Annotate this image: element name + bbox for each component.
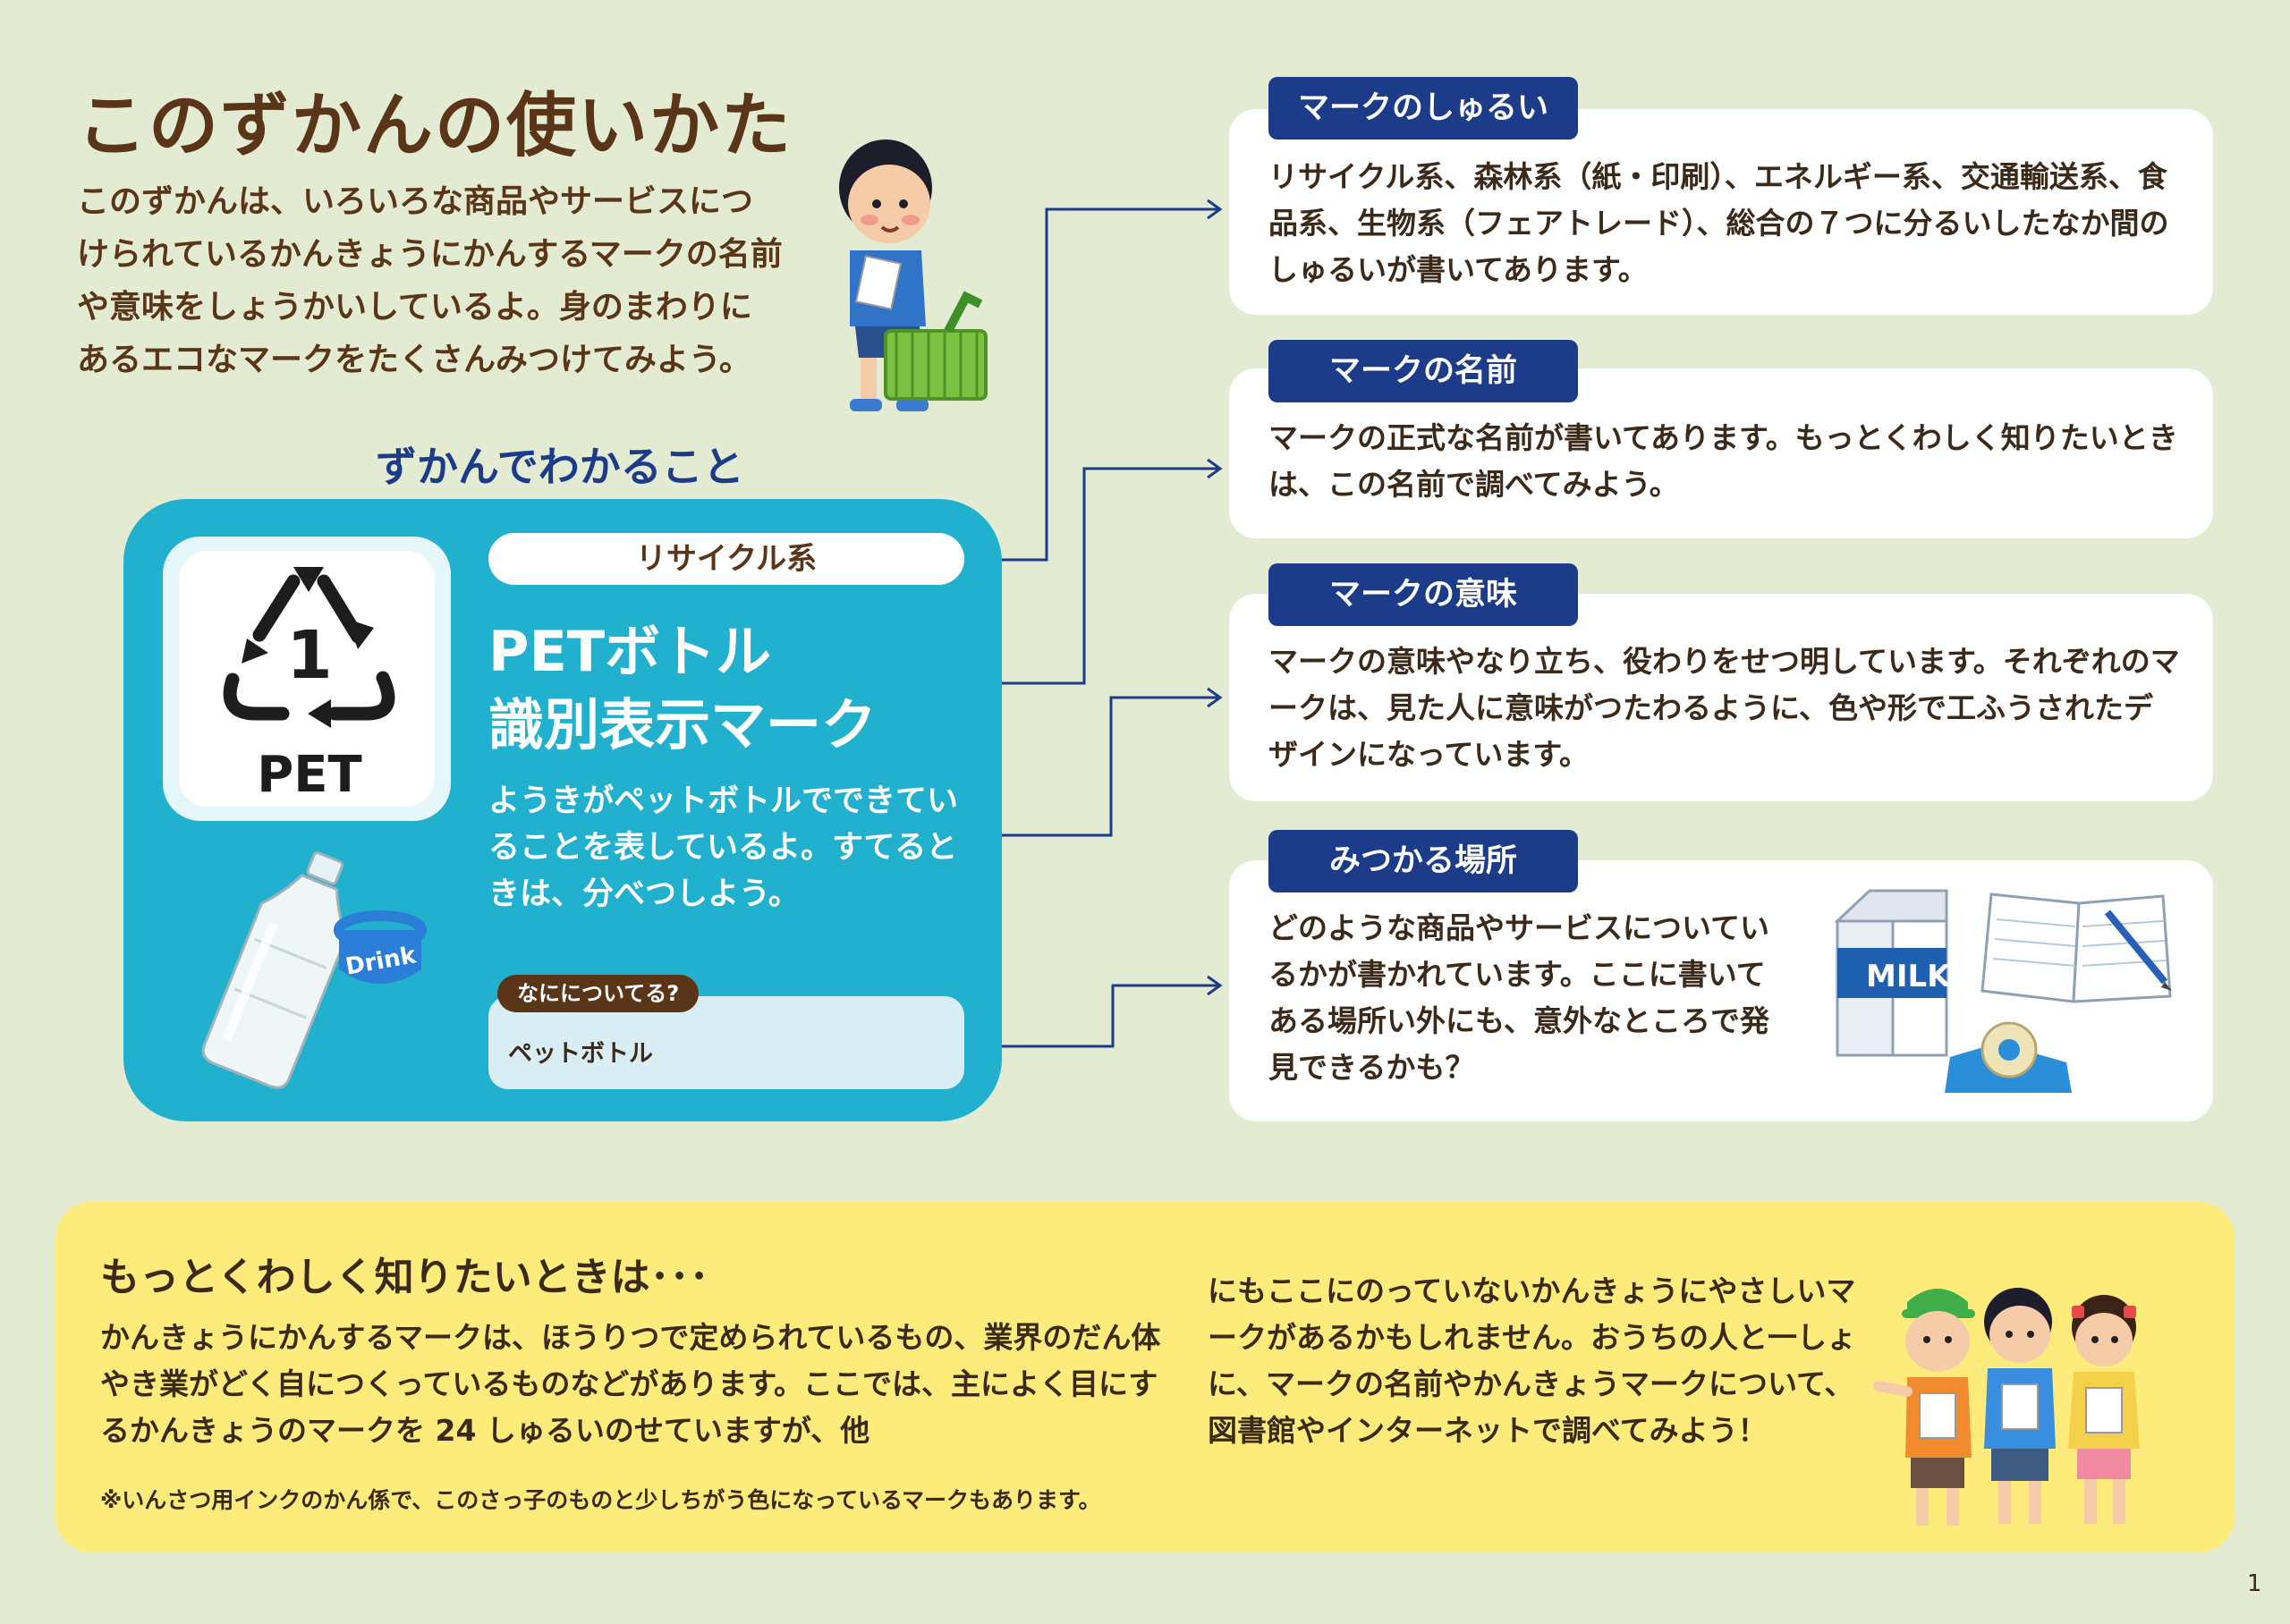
more-info-note: ※いんさつ用インクのかん係で、このさっ子のものと少しちがう色になっているマークも… xyxy=(100,1487,1101,1513)
pet-recycle-icon xyxy=(223,567,395,728)
mark-code-number: 1 xyxy=(286,617,333,694)
panel-types-text: リサイクル系、森林系（紙・印刷）、エネルギー系、交通輸送系、食品系、生物系（フェ… xyxy=(1268,159,2169,287)
drink-label-ring xyxy=(334,910,427,984)
tab-mark-types: マークのしゅるい xyxy=(1268,77,1578,140)
more-info-right-text: にもここにのっていないかんきょうにやさしいマークがあるかもしれません。おうちの人… xyxy=(1208,1273,1857,1448)
section-subtitle: ずかんでわかること xyxy=(376,443,744,491)
page-title: このずかんの使いかた xyxy=(77,86,793,166)
mark-description: ようきがペットボトルでできていることを表しているよ。すてるときは、分べつしよう。 xyxy=(488,783,959,912)
kids-illustration xyxy=(1873,1288,2140,1526)
tab-mark-meaning: マークの意味 xyxy=(1268,563,1578,626)
page-number: 1 xyxy=(2247,1570,2262,1597)
mark-category-pill: リサイクル系 xyxy=(488,533,964,585)
more-info-panel xyxy=(55,1202,2235,1552)
panel-location-text: どのような商品やサービスについているかが書かれています。ここに書いてある場所い外… xyxy=(1268,910,1770,1085)
tab-found-location: みつかる場所 xyxy=(1268,830,1578,892)
mark-name-line2: 識別表示マーク xyxy=(488,692,878,757)
panel-meaning-text: マークの意味やなり立ち、役わりをせつ明しています。それぞれのマークは、見た人に意… xyxy=(1268,644,2180,772)
panel-meaning xyxy=(1229,594,2213,801)
milk-carton-illustration xyxy=(1834,889,1948,1057)
found-on-value: ペットボトル xyxy=(508,1040,653,1068)
tape-dispenser-illustration xyxy=(1945,1021,2072,1093)
milk-label: MILK xyxy=(1866,959,1951,994)
panel-name-text: マークの正式な名前が書いてあります。もっとくわしく知りたいときは、この名前で調べ… xyxy=(1268,420,2178,502)
more-info-title: もっとくわしく知りたいときは･･･ xyxy=(100,1255,709,1300)
mark-code-label: PET xyxy=(257,746,362,804)
tab-mark-name: マークの名前 xyxy=(1268,340,1578,402)
mark-name: PETボトル 識別表示マーク xyxy=(488,615,877,762)
intro-text: このずかんは、いろいろな商品やサービスにつけられているかんきょうにかんするマーク… xyxy=(77,183,783,378)
mark-name-line1: PETボトル xyxy=(488,619,772,684)
notebook-pencil-illustration xyxy=(1980,892,2172,1003)
panel-types xyxy=(1229,109,2213,315)
mark-tile xyxy=(179,551,435,807)
found-on-tab: なにについてる? xyxy=(497,975,700,1012)
more-info-left-text: かんきょうにかんするマークは、ほうりつで定められているもの、業界のだん体やき業が… xyxy=(100,1320,1161,1448)
boy-shopping-illustration xyxy=(839,140,988,411)
